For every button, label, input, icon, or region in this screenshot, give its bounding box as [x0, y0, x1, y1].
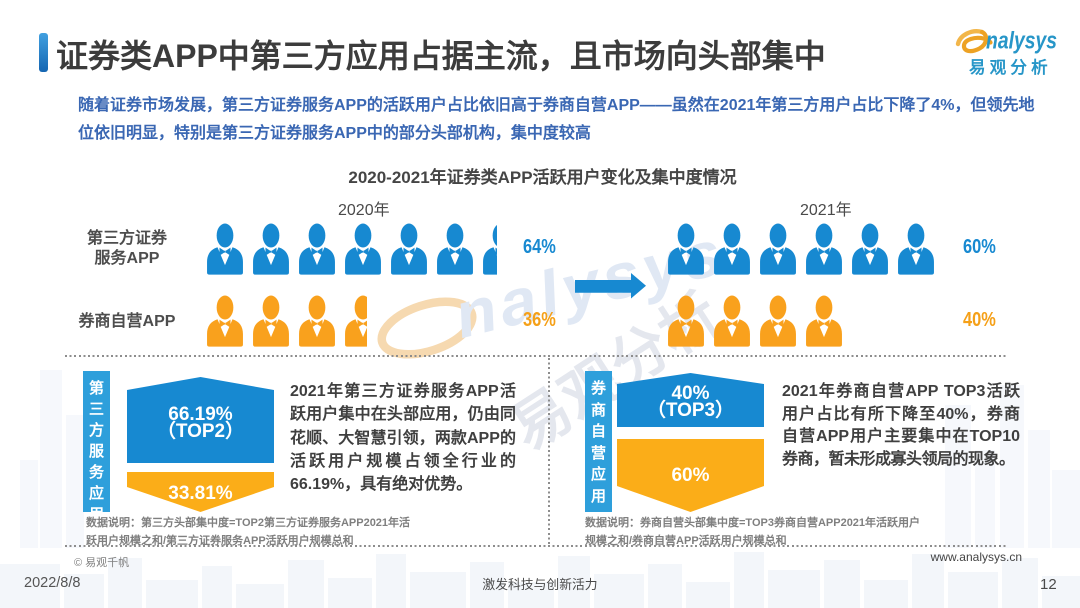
svg-text:nalysys: nalysys: [986, 26, 1057, 54]
svg-text:易观分析: 易观分析: [969, 57, 1052, 77]
